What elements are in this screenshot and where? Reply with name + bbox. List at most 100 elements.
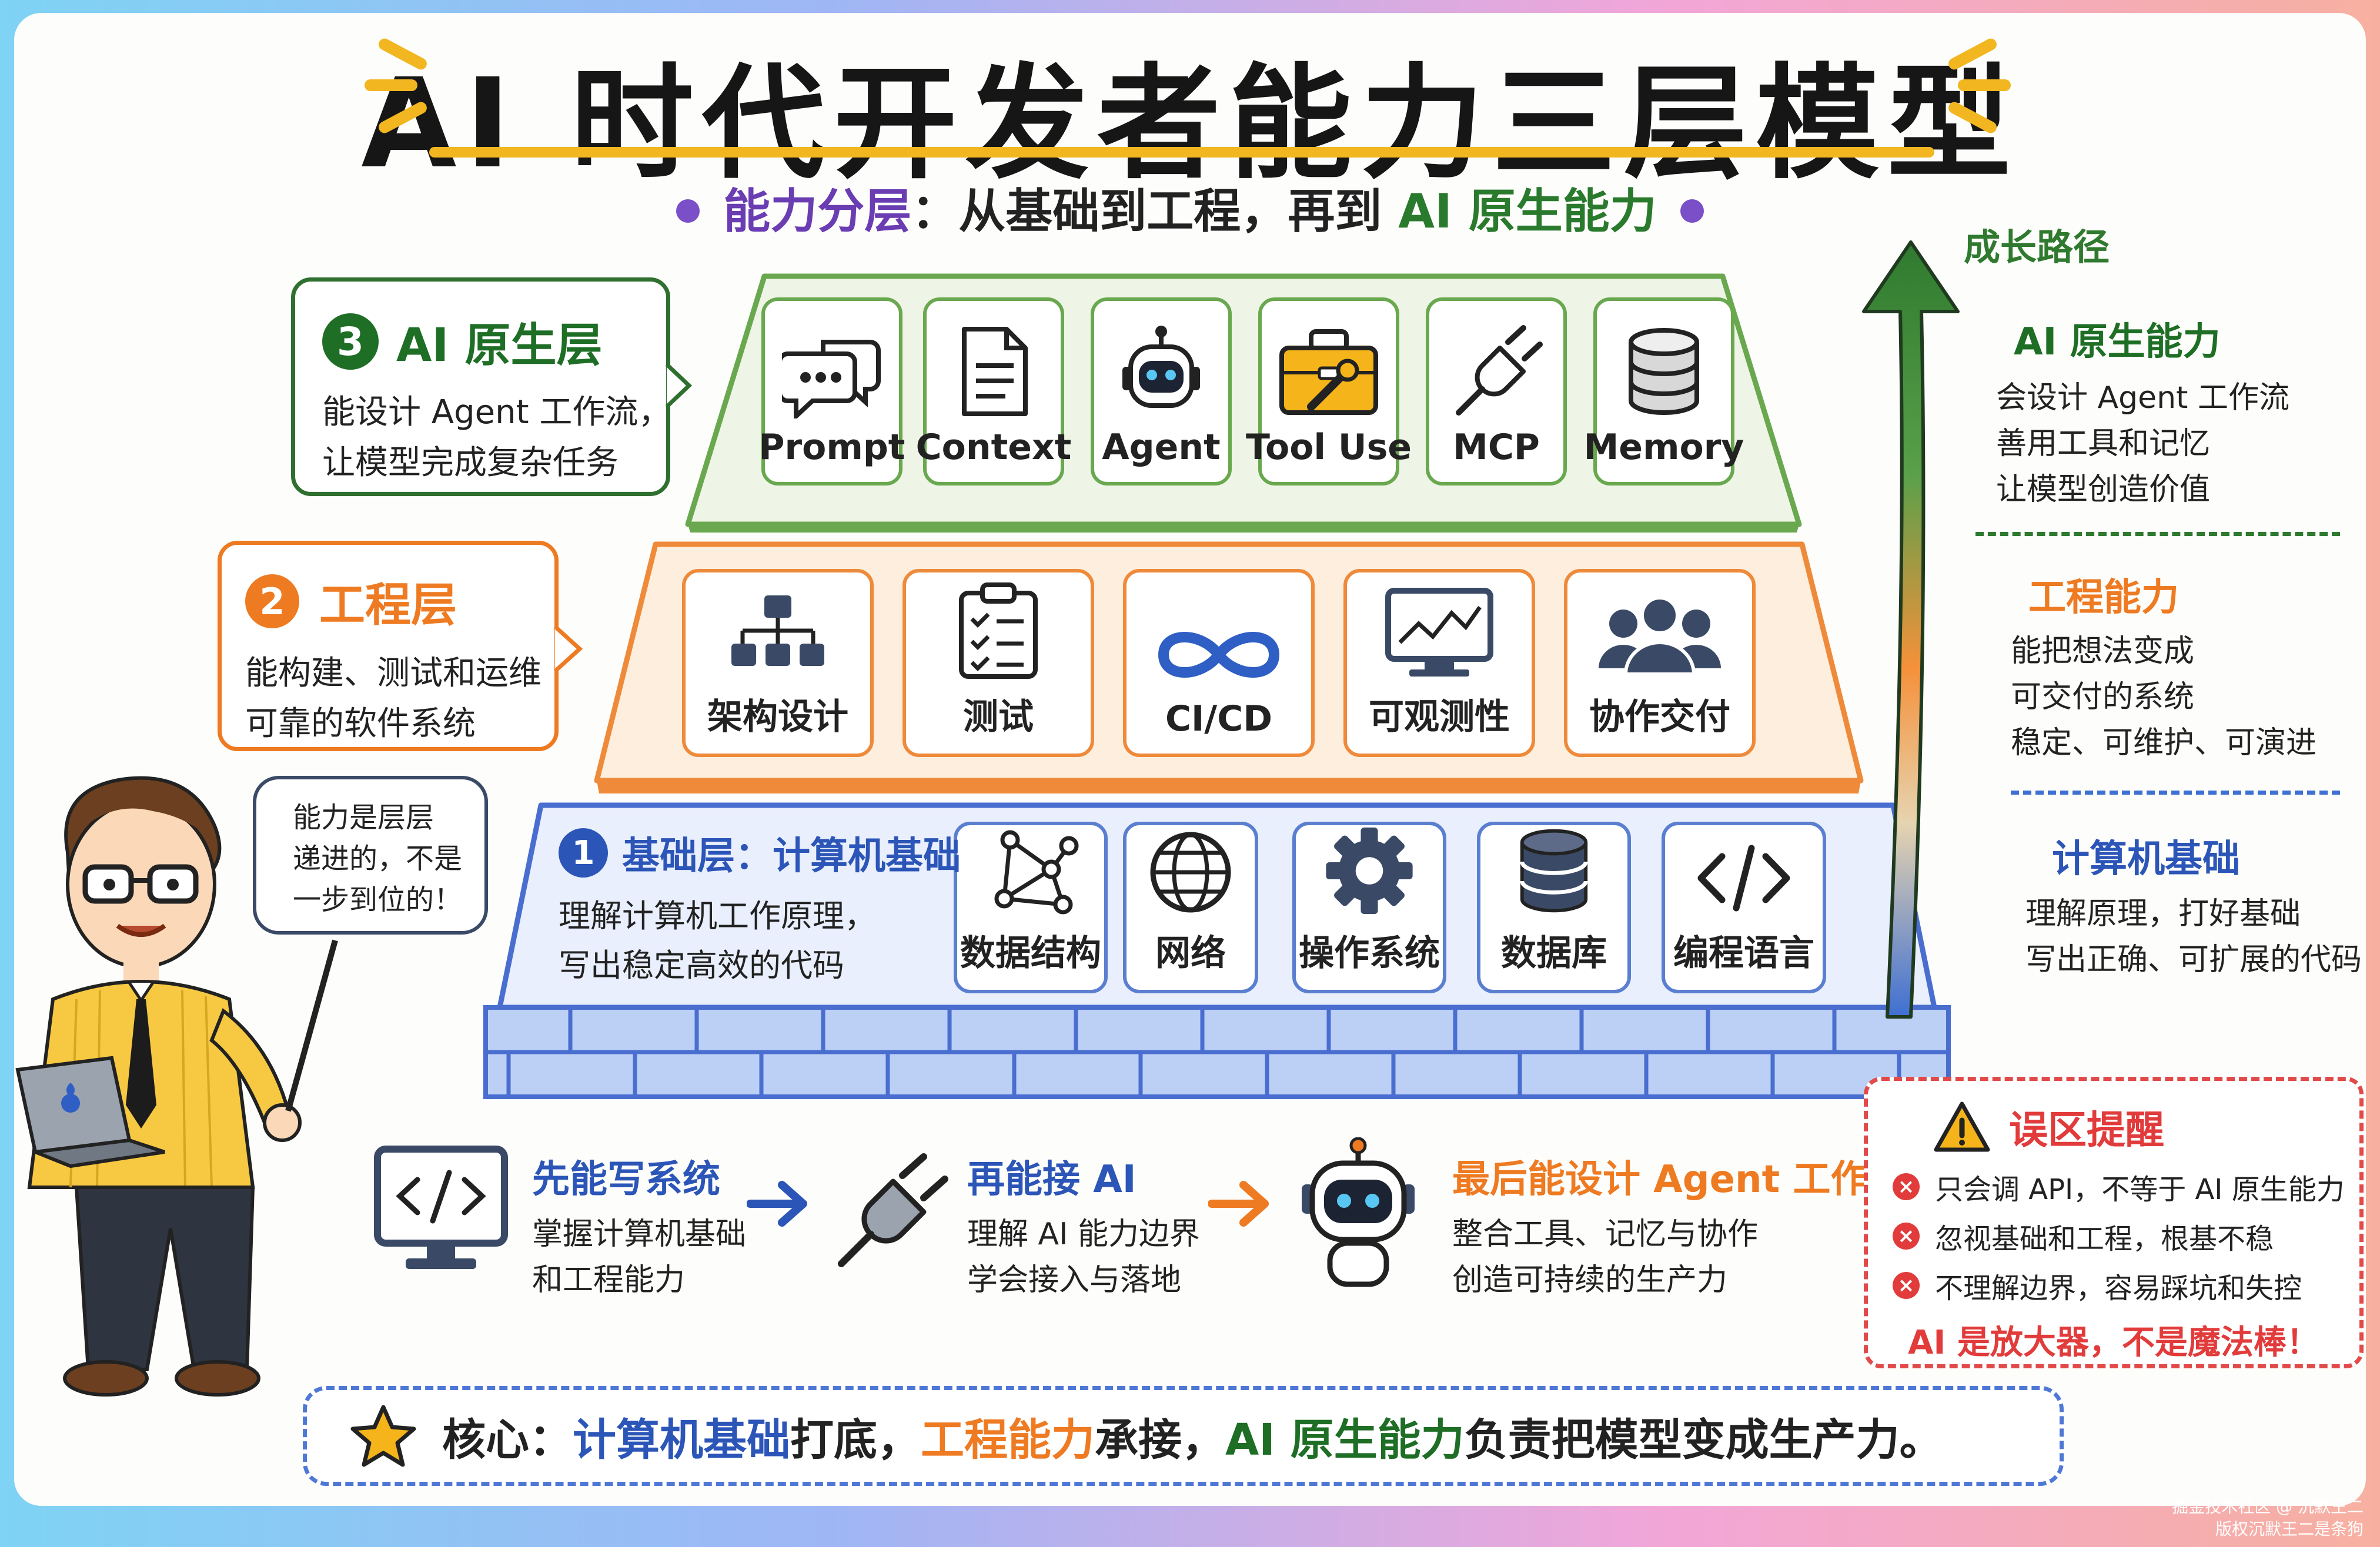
chat-bubbles-icon (782, 340, 881, 418)
ai-layer-callout: 3 AI 原生层 能设计 Agent 工作流， 让模型完成复杂任务 (291, 277, 671, 496)
tier-card-label: 网络 (1155, 933, 1226, 974)
tier-card-label: 可观测性 (1369, 697, 1510, 738)
growth-level-line: 善用工具和记忆 (1996, 426, 2211, 461)
subtitle: 能力分层：从基础到工程，再到 AI 原生能力 (0, 173, 2380, 242)
tier-card-testing: 测试 (902, 569, 1094, 757)
close-icon: × (1893, 1223, 1920, 1250)
engineering-tier-items: 架构设计 测试 CI/CD 可观测性 协作交付 (591, 540, 1867, 798)
robot-icon (1122, 326, 1200, 408)
tier-card-os: 操作系统 (1292, 822, 1446, 993)
code-icon (1697, 845, 1790, 912)
star-icon (350, 1405, 416, 1467)
foundation-tier-items: 数据结构 网络 操作系统 数据库 (500, 801, 1946, 1012)
tier-card-database: 数据库 (1477, 822, 1631, 993)
warning-box: 误区提醒 ×只会调 API，不等于 AI 原生能力 ×忽视基础和工程，根基不稳 … (1864, 1077, 2364, 1368)
layer-desc-line: 写出稳定高效的代码 (559, 947, 844, 984)
tier-card-programming: 编程语言 (1662, 822, 1826, 993)
growth-level-foundation: 计算机基础 理解原理，打好基础 写出正确、可扩展的代码 (2025, 829, 2362, 983)
tier-card-prompt: Prompt (758, 297, 905, 485)
path-step-1: 先能写系统 掌握计算机基础 和工程能力 (532, 1149, 746, 1303)
path-step-line: 理解 AI 能力边界 (967, 1217, 1200, 1252)
speech-bubble: 能力是层层 递进的，不是 一步到位的！ (253, 776, 488, 935)
tier-card-label: MCP (1453, 427, 1540, 468)
core-label: 核心： (442, 1414, 573, 1465)
subtitle-ai: AI 原生能力 (1398, 184, 1657, 239)
path-step-2: 再能接 AI 理解 AI 能力边界 学会接入与落地 (967, 1149, 1200, 1303)
layer-desc-line: 可靠的软件系统 (245, 705, 476, 743)
layer-number-badge: 1 (559, 828, 608, 878)
infinity-icon (1158, 632, 1280, 678)
growth-level-title: AI 原生能力 (2014, 320, 2221, 364)
watermark-line: 版权沉默王二是条狗 (2215, 1519, 2364, 1539)
tier-card-label: 操作系统 (1299, 933, 1440, 974)
warning-item: ×只会调 API，不等于 AI 原生能力 (1893, 1162, 2359, 1211)
robot-icon (1302, 1137, 1415, 1287)
growth-arrow-icon (1862, 240, 1960, 1019)
plug-icon (1456, 325, 1543, 416)
ai-tier-items: Prompt Context Agent Tool Us (682, 272, 1805, 537)
layer-desc-line: 让模型完成复杂任务 (322, 444, 619, 482)
core-engineering: 工程能力 (921, 1414, 1095, 1465)
tier-card-label: CI/CD (1165, 698, 1273, 739)
layer-desc-line: 理解计算机工作原理， (559, 898, 876, 935)
growth-level-line: 让模型创造价值 (1996, 472, 2211, 507)
callout-pointer (554, 625, 583, 673)
growth-level-line: 能把想法变成 (2011, 634, 2195, 669)
growth-level-line: 会设计 Agent 工作流 (1996, 380, 2289, 416)
team-icon (1599, 596, 1721, 676)
path-step-3: 最后能设计 Agent 工作流 整合工具、记忆与协作 创造可持续的生产力 (1452, 1149, 1906, 1303)
speech-line: 一步到位的！ (293, 883, 463, 916)
path-step-title: 最后能设计 Agent 工作流 (1452, 1158, 1906, 1201)
warning-item: × 不理解边界，容易踩坑和失控 (1893, 1261, 2359, 1310)
core-text: 负责把模型变成生产力。 (1464, 1414, 1943, 1465)
tier-card-context: Context (916, 297, 1071, 485)
path-step-line: 学会接入与落地 (967, 1263, 1182, 1298)
tier-card-label: Agent (1102, 427, 1221, 468)
warning-item-text: 忽视基础和工程，根基不稳 (1935, 1223, 2274, 1255)
warning-item: × 忽视基础和工程，根基不稳 (1893, 1211, 2359, 1261)
checklist-icon (959, 582, 1038, 679)
path-step-title: 先能写系统 (532, 1158, 720, 1201)
close-icon: × (1893, 1272, 1920, 1299)
tier-card-memory: Memory (1584, 297, 1744, 485)
growth-level-engineering: 工程能力 能把想法变成 可交付的系统 稳定、可维护、可演进 (2011, 567, 2317, 766)
warning-item-text: 不理解边界，容易踩坑和失控 (1935, 1272, 2302, 1305)
path-step-line: 整合工具、记忆与协作 (1452, 1217, 1759, 1252)
tier-card-architecture: 架构设计 (682, 569, 874, 757)
toolbox-icon (1279, 329, 1378, 415)
bullet-dot-icon (1680, 199, 1704, 223)
tier-card-label: 数据库 (1501, 933, 1607, 974)
tier-card-agent: Agent (1091, 297, 1232, 485)
warning-triangle-icon (1934, 1101, 1990, 1152)
tier-card-network: 网络 (1123, 822, 1258, 993)
growth-path-label: 成长路径 (1964, 226, 2110, 269)
speech-line: 能力是层层 (293, 801, 434, 834)
tier-card-tool-use: Tool Use (1246, 297, 1412, 485)
growth-level-line: 稳定、可维护、可演进 (2011, 725, 2317, 761)
core-summary: 核心： 计算机基础 打底， 工程能力 承接， AI 原生能力 负责把模型变成生产… (303, 1386, 2064, 1486)
database-icon (1520, 829, 1588, 913)
core-text: 承接， (1095, 1414, 1225, 1465)
layer-title: AI 原生层 (396, 319, 603, 372)
path-step-line: 创造可持续的生产力 (1452, 1263, 1728, 1298)
bullet-dot-icon (676, 199, 700, 223)
hierarchy-icon (731, 595, 824, 666)
layer-number-badge: 3 (322, 313, 379, 370)
watermark-line: 掘金技术社区 @ 沉默王二 (2172, 1497, 2364, 1516)
core-foundation: 计算机基础 (573, 1414, 790, 1465)
tier-card-label: 架构设计 (707, 697, 848, 738)
tier-card-label: Tool Use (1246, 427, 1412, 468)
tier-card-label: 协作交付 (1589, 697, 1730, 738)
watermark: 掘金技术社区 @ 沉默王二 版权沉默王二是条狗 (2058, 1496, 2364, 1541)
subtitle-highlight: 能力分层 (723, 184, 912, 239)
subtitle-text: ：从基础到工程，再到 (911, 184, 1399, 239)
tier-card-label: 数据结构 (960, 933, 1101, 974)
tier-card-delivery: 协作交付 (1564, 569, 1756, 757)
warning-item-text: 只会调 API，不等于 AI 原生能力 (1935, 1173, 2345, 1206)
warning-title: 误区提醒 (2009, 1107, 2164, 1153)
tier-card-label: 测试 (963, 697, 1034, 738)
developer-avatar (15, 776, 338, 1397)
warning-footer: AI 是放大器，不是魔法棒！ (1908, 1324, 2319, 1362)
tier-card-label: Prompt (758, 427, 905, 468)
layer-desc-line: 能构建、测试和运维 (245, 654, 541, 692)
